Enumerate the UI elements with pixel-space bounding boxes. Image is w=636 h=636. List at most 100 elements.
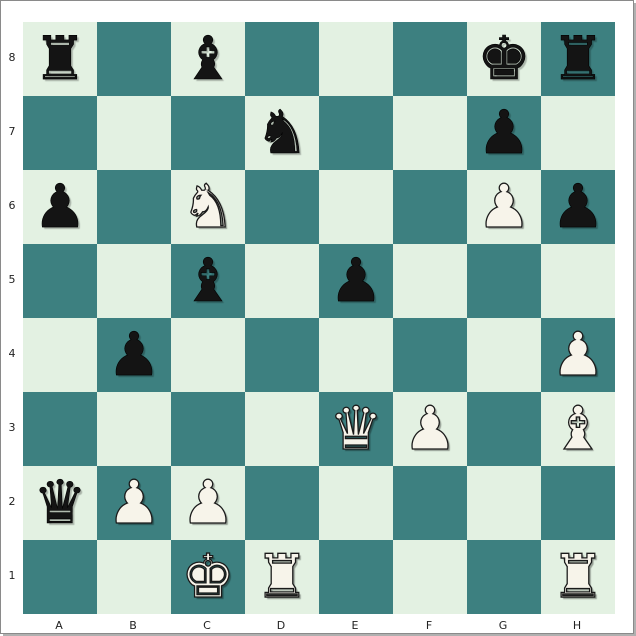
file-label: G: [498, 619, 508, 632]
square-b6[interactable]: [97, 170, 171, 244]
square-a8[interactable]: ♜: [23, 22, 97, 96]
file-label: C: [203, 619, 211, 632]
rank-label: 2: [8, 495, 16, 508]
white-pawn-icon[interactable]: ♟: [476, 172, 531, 242]
square-g7[interactable]: ♟: [467, 96, 541, 170]
square-g5[interactable]: [467, 244, 541, 318]
square-c1[interactable]: ♚: [171, 540, 245, 614]
white-pawn-icon[interactable]: ♟: [180, 468, 235, 538]
chess-board: ♜♝♚♜♞♟♟♞♟♟♝♟♟♟♛♟♝♛♟♟♚♜♜: [23, 22, 615, 614]
square-c6[interactable]: ♞: [171, 170, 245, 244]
square-g3[interactable]: [467, 392, 541, 466]
black-pawn-icon[interactable]: ♟: [477, 98, 531, 168]
square-e2[interactable]: [319, 466, 393, 540]
square-b2[interactable]: ♟: [97, 466, 171, 540]
rank-label: 7: [8, 125, 16, 138]
rank-label: 3: [8, 421, 16, 434]
square-a7[interactable]: [23, 96, 97, 170]
square-d2[interactable]: [245, 466, 319, 540]
file-label: D: [276, 619, 286, 632]
black-rook-icon[interactable]: ♜: [551, 24, 605, 94]
square-h3[interactable]: ♝: [541, 392, 615, 466]
square-f7[interactable]: [393, 96, 467, 170]
square-g1[interactable]: [467, 540, 541, 614]
black-queen-icon[interactable]: ♛: [33, 468, 87, 538]
white-pawn-icon[interactable]: ♟: [402, 394, 457, 464]
square-a3[interactable]: [23, 392, 97, 466]
black-king-icon[interactable]: ♚: [477, 24, 531, 94]
white-king-icon[interactable]: ♚: [180, 542, 235, 612]
square-f3[interactable]: ♟: [393, 392, 467, 466]
square-d3[interactable]: [245, 392, 319, 466]
square-e4[interactable]: [319, 318, 393, 392]
white-knight-icon[interactable]: ♞: [180, 172, 235, 242]
square-d1[interactable]: ♜: [245, 540, 319, 614]
black-rook-icon[interactable]: ♜: [33, 24, 87, 94]
square-c7[interactable]: [171, 96, 245, 170]
white-bishop-icon[interactable]: ♝: [550, 394, 605, 464]
square-h4[interactable]: ♟: [541, 318, 615, 392]
rank-label: 5: [8, 273, 16, 286]
square-b4[interactable]: ♟: [97, 318, 171, 392]
white-rook-icon[interactable]: ♜: [254, 542, 309, 612]
square-d6[interactable]: [245, 170, 319, 244]
square-a1[interactable]: [23, 540, 97, 614]
square-h5[interactable]: [541, 244, 615, 318]
white-rook-icon[interactable]: ♜: [550, 542, 605, 612]
black-pawn-icon[interactable]: ♟: [33, 172, 87, 242]
square-f5[interactable]: [393, 244, 467, 318]
square-h7[interactable]: [541, 96, 615, 170]
square-c8[interactable]: ♝: [171, 22, 245, 96]
black-pawn-icon[interactable]: ♟: [329, 246, 383, 316]
black-pawn-icon[interactable]: ♟: [107, 320, 161, 390]
square-b1[interactable]: [97, 540, 171, 614]
square-d8[interactable]: [245, 22, 319, 96]
white-pawn-icon[interactable]: ♟: [106, 468, 161, 538]
square-h2[interactable]: [541, 466, 615, 540]
square-a5[interactable]: [23, 244, 97, 318]
white-queen-icon[interactable]: ♛: [328, 394, 383, 464]
square-d4[interactable]: [245, 318, 319, 392]
square-c4[interactable]: [171, 318, 245, 392]
square-f8[interactable]: [393, 22, 467, 96]
square-c3[interactable]: [171, 392, 245, 466]
square-g8[interactable]: ♚: [467, 22, 541, 96]
rank-label: 4: [8, 347, 16, 360]
square-h1[interactable]: ♜: [541, 540, 615, 614]
square-c2[interactable]: ♟: [171, 466, 245, 540]
square-a6[interactable]: ♟: [23, 170, 97, 244]
square-c5[interactable]: ♝: [171, 244, 245, 318]
square-e5[interactable]: ♟: [319, 244, 393, 318]
square-g2[interactable]: [467, 466, 541, 540]
black-bishop-icon[interactable]: ♝: [181, 246, 235, 316]
square-a2[interactable]: ♛: [23, 466, 97, 540]
square-e7[interactable]: [319, 96, 393, 170]
square-f1[interactable]: [393, 540, 467, 614]
square-g4[interactable]: [467, 318, 541, 392]
square-f6[interactable]: [393, 170, 467, 244]
white-pawn-icon[interactable]: ♟: [550, 320, 605, 390]
square-f4[interactable]: [393, 318, 467, 392]
square-b5[interactable]: [97, 244, 171, 318]
file-label: A: [55, 619, 63, 632]
square-h8[interactable]: ♜: [541, 22, 615, 96]
rank-label: 1: [8, 569, 16, 582]
square-d5[interactable]: [245, 244, 319, 318]
black-pawn-icon[interactable]: ♟: [551, 172, 605, 242]
square-a4[interactable]: [23, 318, 97, 392]
square-e3[interactable]: ♛: [319, 392, 393, 466]
black-bishop-icon[interactable]: ♝: [181, 24, 235, 94]
square-g6[interactable]: ♟: [467, 170, 541, 244]
square-f2[interactable]: [393, 466, 467, 540]
file-label: H: [572, 619, 582, 632]
square-b3[interactable]: [97, 392, 171, 466]
square-e1[interactable]: [319, 540, 393, 614]
square-b8[interactable]: [97, 22, 171, 96]
square-b7[interactable]: [97, 96, 171, 170]
square-d7[interactable]: ♞: [245, 96, 319, 170]
square-e6[interactable]: [319, 170, 393, 244]
square-h6[interactable]: ♟: [541, 170, 615, 244]
black-knight-icon[interactable]: ♞: [255, 98, 309, 168]
square-e8[interactable]: [319, 22, 393, 96]
